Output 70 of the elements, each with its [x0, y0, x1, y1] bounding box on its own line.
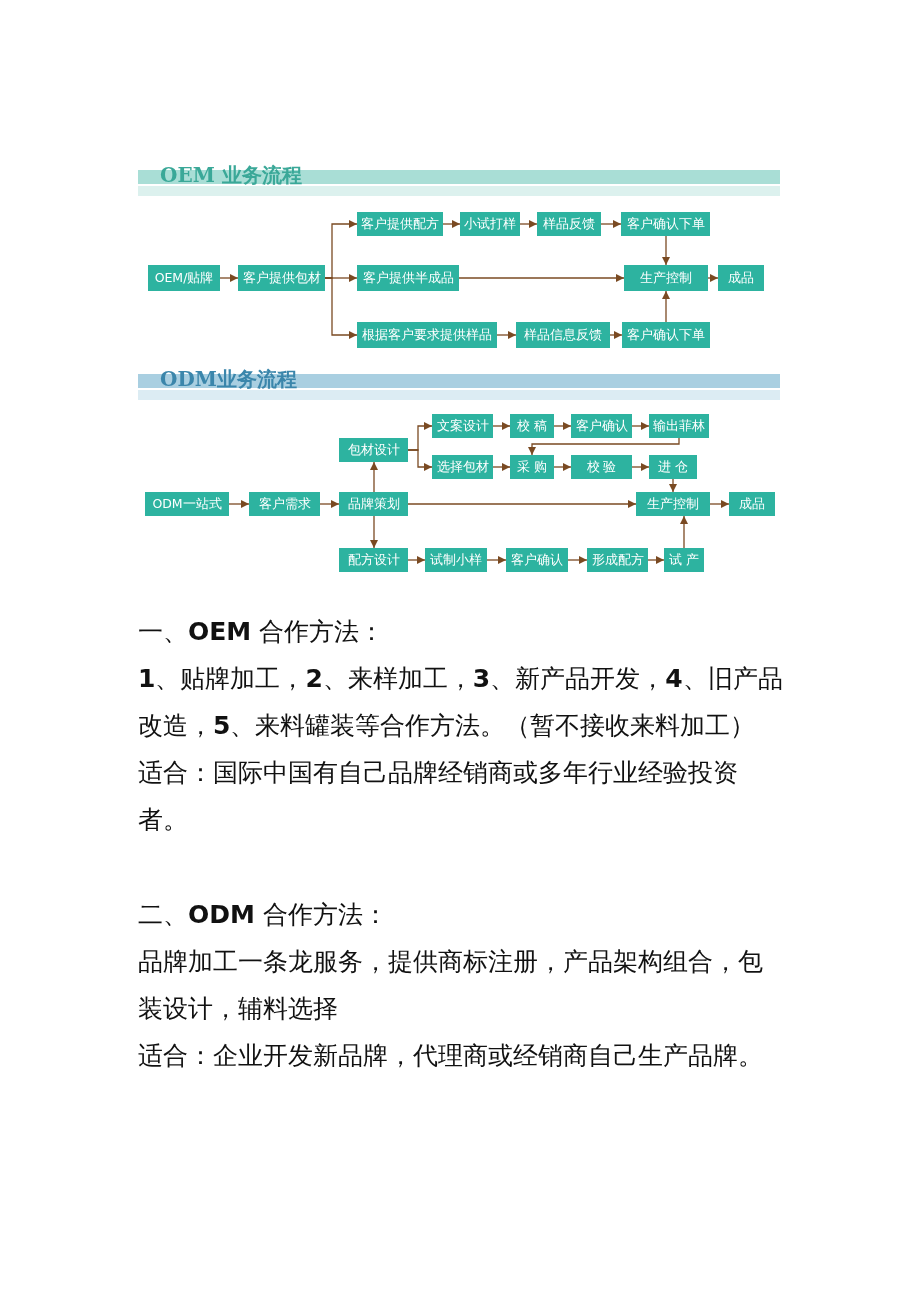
process-box: 客户需求	[249, 492, 320, 516]
process-box: 选择包材	[432, 455, 493, 479]
paragraph: 适合：企业开发新品牌，代理商或经销商自己生产品牌。	[138, 1040, 764, 1072]
process-box: 试 产	[664, 548, 704, 572]
arrow	[707, 274, 719, 282]
arrow	[662, 290, 670, 323]
arrow	[528, 437, 680, 456]
arrow	[709, 500, 730, 508]
process-box: 配方设计	[339, 548, 408, 572]
process-box: 包材设计	[339, 438, 408, 462]
process-box: ODM一站式	[145, 492, 229, 516]
arrow	[609, 331, 623, 339]
paragraph: 适合：国际中国有自己品牌经销商或多年行业经验投资者。	[138, 757, 739, 836]
arrow	[669, 478, 677, 493]
process-box: 形成配方	[587, 548, 648, 572]
arrow	[567, 556, 588, 564]
arrow	[458, 274, 625, 282]
arrow	[492, 422, 511, 430]
arrow	[407, 556, 426, 564]
arrow	[407, 500, 637, 508]
arrow	[662, 235, 670, 266]
arrow	[553, 422, 572, 430]
process-box: 成品	[718, 265, 764, 291]
arrow	[486, 556, 507, 564]
section-heading: ODM业务流程	[160, 366, 297, 393]
process-box: 校 稿	[510, 414, 554, 438]
arrow	[647, 556, 665, 564]
process-box: 小试打样	[460, 212, 520, 236]
arrow	[631, 422, 650, 430]
section-heading: OEM 业务流程	[160, 162, 302, 189]
arrow	[370, 461, 378, 493]
process-box: 成品	[729, 492, 775, 516]
arrow	[324, 277, 358, 339]
process-box: 根据客户要求提供样品	[357, 322, 497, 348]
process-box: 进 仓	[649, 455, 697, 479]
arrow	[600, 220, 622, 228]
arrow	[496, 331, 517, 339]
process-box: 样品信息反馈	[516, 322, 610, 348]
arrow	[442, 220, 461, 228]
process-box: 采 购	[510, 455, 554, 479]
process-box: 试制小样	[425, 548, 487, 572]
process-box: 校 验	[571, 455, 632, 479]
paragraph: 二、ODM 合作方法：	[138, 899, 389, 931]
process-box: 客户确认下单	[622, 322, 710, 348]
process-box: 客户确认	[571, 414, 632, 438]
arrow	[631, 463, 650, 471]
process-box: OEM/贴牌	[148, 265, 220, 291]
process-box: 文案设计	[432, 414, 493, 438]
paragraph: 品牌加工一条龙服务，提供商标注册，产品架构组合，包装设计，辅料选择	[138, 946, 764, 1025]
process-box: 生产控制	[636, 492, 710, 516]
process-box: 客户提供半成品	[357, 265, 459, 291]
arrow	[519, 220, 538, 228]
process-box: 样品反馈	[537, 212, 601, 236]
process-box: 客户提供包材	[238, 265, 325, 291]
paragraph: 1、贴牌加工，2、来样加工，3、新产品开发，4、旧产品改造，5、来料罐装等合作方法。（暂不接收来料加工）	[138, 663, 784, 742]
process-box: 客户确认	[506, 548, 568, 572]
process-box: 生产控制	[624, 265, 708, 291]
arrow	[407, 449, 433, 471]
process-box: 品牌策划	[339, 492, 408, 516]
arrow	[492, 463, 511, 471]
process-box: 客户确认下单	[621, 212, 710, 236]
paragraph: 一、OEM 合作方法：	[138, 616, 386, 648]
arrow	[319, 500, 340, 508]
arrow	[228, 500, 250, 508]
process-box: 输出菲林	[649, 414, 709, 438]
arrow	[370, 515, 378, 549]
process-box: 客户提供配方	[357, 212, 443, 236]
arrow	[219, 274, 239, 282]
arrow	[680, 515, 688, 549]
arrow	[553, 463, 572, 471]
